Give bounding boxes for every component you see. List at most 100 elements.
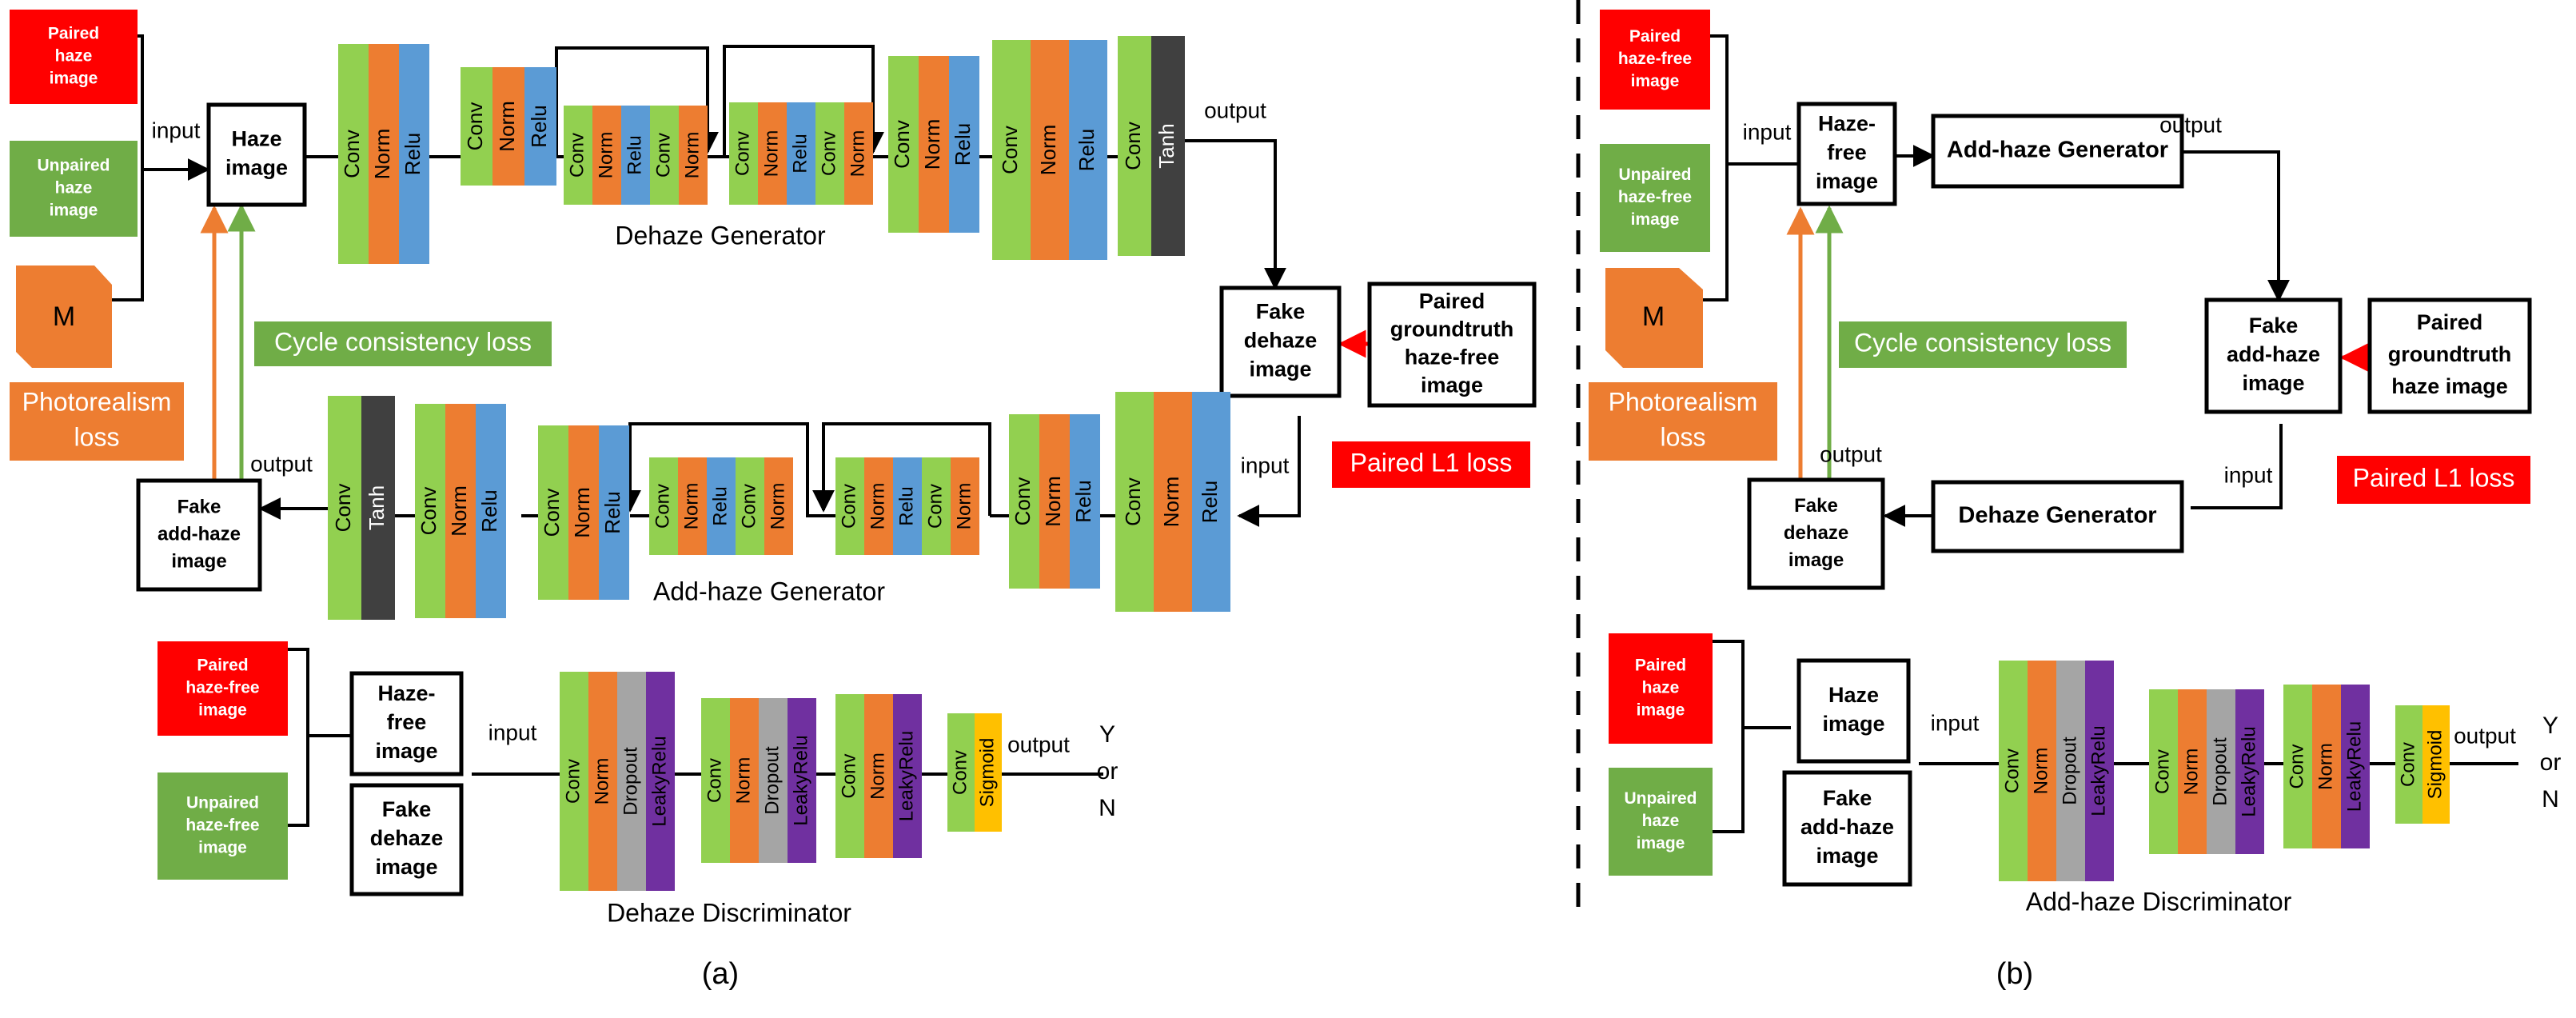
photo-loss-a bbox=[10, 382, 184, 461]
fake-addhaze-box-b bbox=[2204, 297, 2343, 414]
layer-conv bbox=[1118, 36, 1151, 256]
paired-gt-box-b-label-line: haze image bbox=[2391, 374, 2508, 398]
unpaired-hazefree-box-b-label-line: Unpaired bbox=[1618, 166, 1691, 184]
layer-conv bbox=[560, 672, 588, 891]
layer-conv-label: Conv bbox=[463, 102, 487, 151]
layer-conv-label: Conv bbox=[949, 750, 971, 795]
layer-conv bbox=[1009, 414, 1039, 589]
layer-conv bbox=[815, 102, 844, 205]
paired-hazefree-box-b-label-line: Paired bbox=[1629, 27, 1681, 46]
layer-conv-label: Conv bbox=[417, 487, 441, 536]
layer-norm-label: Norm bbox=[2180, 749, 2202, 796]
layer-norm-label: Norm bbox=[1036, 125, 1060, 176]
layer-leaky-label: LeakyRelu bbox=[790, 735, 811, 825]
mask-m-label-b: M bbox=[1642, 301, 1665, 332]
disc-unpaired-box-label-line: image bbox=[198, 839, 247, 857]
layer-conv-label: Conv bbox=[1011, 477, 1035, 526]
disc-haze-box-b-label-line: image bbox=[1822, 712, 1884, 736]
addhaze-generator-box-b-label-line: Add-haze Generator bbox=[1947, 138, 2168, 163]
layer-norm bbox=[2312, 685, 2341, 848]
layer-conv-label: Conv bbox=[838, 484, 859, 529]
layer-conv-label: Conv bbox=[2001, 749, 2023, 793]
layer-conv bbox=[888, 56, 919, 233]
layer-conv bbox=[338, 44, 369, 264]
fake-dehaze-box-label-line: dehaze bbox=[1244, 329, 1318, 353]
layer-leaky bbox=[788, 698, 816, 863]
skip-b-2 bbox=[619, 422, 823, 517]
skip-b-1 bbox=[812, 422, 991, 516]
disc-unpaired-box-b-label-line: image bbox=[1637, 834, 1685, 852]
layer-tanh bbox=[361, 396, 395, 620]
layer-conv bbox=[729, 102, 758, 205]
layer-norm bbox=[1154, 392, 1192, 612]
disc-fakedehaze-box-label-line: Fake bbox=[382, 797, 432, 821]
layer-conv-label: Conv bbox=[1121, 122, 1145, 170]
photo-loss-a-label-line: loss bbox=[74, 422, 120, 451]
disc-paired-box-b bbox=[1609, 633, 1713, 744]
layer-leaky-label: LeakyRelu bbox=[2238, 726, 2259, 816]
yn-label-a-line: or bbox=[1097, 758, 1119, 784]
disc-hazefree-box bbox=[349, 671, 464, 776]
disc-unpaired-box-b-label-line: haze bbox=[1642, 812, 1680, 830]
paired-l1-loss-a bbox=[1332, 441, 1530, 488]
dehaze-generator-box-b-label-line: Dehaze Generator bbox=[1958, 503, 2156, 529]
disc-unpaired-box bbox=[158, 772, 288, 880]
layer-conv bbox=[992, 40, 1031, 260]
layer-relu-label: Relu bbox=[1075, 129, 1099, 171]
layer-conv bbox=[1115, 392, 1154, 612]
layer-norm bbox=[445, 404, 476, 618]
disc-fakeaddhaze-box-b-label-line: image bbox=[1816, 844, 1878, 868]
layer-conv bbox=[461, 67, 492, 186]
yn-label-b-line: or bbox=[2540, 749, 2562, 776]
layer-relu bbox=[949, 56, 979, 233]
disc-paired-box-b-label-line: Paired bbox=[1635, 657, 1686, 675]
paired-gt-box-b bbox=[2367, 297, 2532, 414]
layer-norm-label: Norm bbox=[495, 101, 519, 152]
layer-leaky bbox=[893, 694, 922, 858]
disc-fakeaddhaze-box-b-label-line: add-haze bbox=[1800, 815, 1894, 839]
layer-conv-label: Conv bbox=[1121, 477, 1145, 526]
mask-m-label: M bbox=[53, 301, 75, 332]
input-label-a2: input bbox=[1241, 453, 1290, 477]
layer-norm-label: Norm bbox=[2315, 743, 2336, 790]
dehaze-generator-box-b bbox=[1931, 480, 2184, 553]
layer-dropout-label: Dropout bbox=[2059, 737, 2080, 805]
paired-haze-box-label-line: haze bbox=[55, 47, 93, 66]
disc-paired-box bbox=[158, 641, 288, 736]
mask-m-shape-b bbox=[1605, 268, 1703, 368]
layer-conv bbox=[564, 106, 592, 205]
layer-norm-label: Norm bbox=[2030, 748, 2052, 795]
disc-unpaired-box-label-line: haze-free bbox=[185, 816, 259, 835]
output-label-a2: output bbox=[250, 451, 313, 476]
mask-m-shape bbox=[16, 265, 112, 368]
layer-conv-label: Conv bbox=[562, 759, 584, 804]
layer-conv-label: Conv bbox=[732, 131, 753, 176]
unpaired-hazefree-box-b-label-line: haze-free bbox=[1618, 188, 1692, 206]
yn-label-a-line: N bbox=[1099, 795, 1116, 821]
layer-conv-label: Conv bbox=[2151, 749, 2173, 794]
layer-conv bbox=[2283, 685, 2312, 848]
layer-conv-label: Conv bbox=[566, 133, 588, 178]
fake-addhaze-box bbox=[136, 478, 262, 592]
layer-leaky-label: LeakyRelu bbox=[648, 736, 670, 826]
layer-dropout-label: Dropout bbox=[2209, 737, 2231, 806]
layer-leaky bbox=[2341, 685, 2370, 848]
layer-relu bbox=[1070, 414, 1100, 589]
layer-conv-label: Conv bbox=[924, 484, 946, 529]
layer-conv bbox=[835, 694, 864, 858]
layer-relu-label: Relu bbox=[789, 134, 811, 173]
layer-norm bbox=[864, 694, 893, 858]
fake-dehaze-box-b-label-line: image bbox=[1788, 549, 1844, 571]
layer-relu-label: Relu bbox=[1198, 481, 1222, 523]
layer-conv bbox=[415, 404, 445, 618]
layer-norm bbox=[764, 457, 793, 555]
connector-lines bbox=[112, 0, 2518, 916]
disc-fakeaddhaze-box-b bbox=[1782, 770, 1912, 887]
layer-leaky-label: LeakyRelu bbox=[2343, 721, 2365, 812]
layer-norm-label: Norm bbox=[867, 753, 888, 800]
disc-output-label-a: output bbox=[1007, 732, 1070, 757]
hazefree-image-box-b-label-line: free bbox=[1827, 141, 1867, 165]
layer-relu bbox=[1069, 40, 1107, 260]
